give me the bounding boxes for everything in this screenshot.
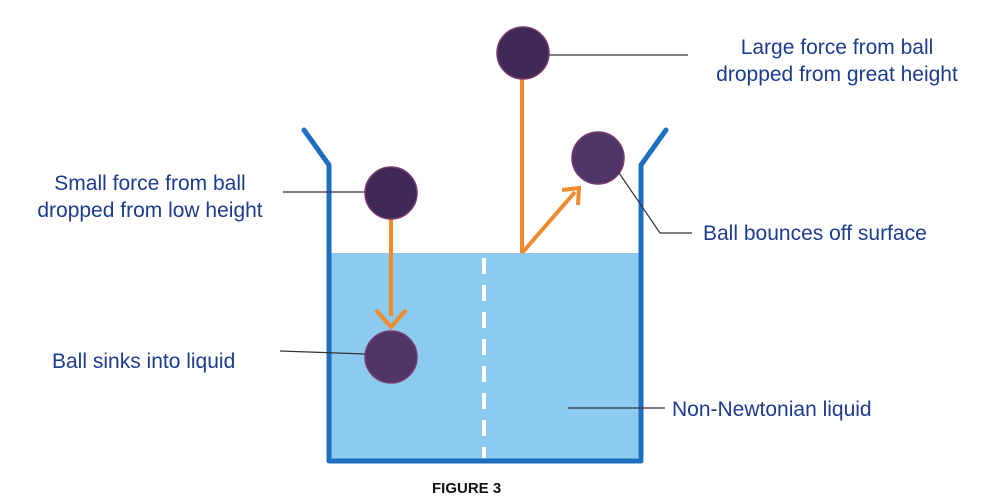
arrow-sink-head xyxy=(374,308,408,331)
ball-sunk xyxy=(364,330,418,384)
label-small-force: Small force from ball dropped from low h… xyxy=(8,170,292,224)
container-outline xyxy=(301,127,669,464)
ball-low xyxy=(364,166,418,220)
label-large-force-line1: Large force from ball xyxy=(740,36,934,59)
leader-sinks xyxy=(279,350,367,355)
arrow-bounce-shaft xyxy=(520,190,577,255)
arrow-bounce-head xyxy=(561,185,582,206)
label-small-force-line1: Small force from ball xyxy=(54,172,246,195)
leader-bounces xyxy=(616,169,692,234)
label-sinks: Ball sinks into liquid xyxy=(52,350,236,373)
figure-caption: FIGURE 3 xyxy=(432,480,502,497)
ball-high xyxy=(496,26,550,80)
label-small-force-line2: dropped from low height xyxy=(37,199,263,222)
label-large-force-line2: dropped from great height xyxy=(716,63,958,86)
ball-bounced xyxy=(571,131,625,185)
label-bounces: Ball bounces off surface xyxy=(703,222,927,245)
label-liquid: Non-Newtonian liquid xyxy=(672,398,872,421)
label-large-force: Large force from ball dropped from great… xyxy=(692,34,982,88)
